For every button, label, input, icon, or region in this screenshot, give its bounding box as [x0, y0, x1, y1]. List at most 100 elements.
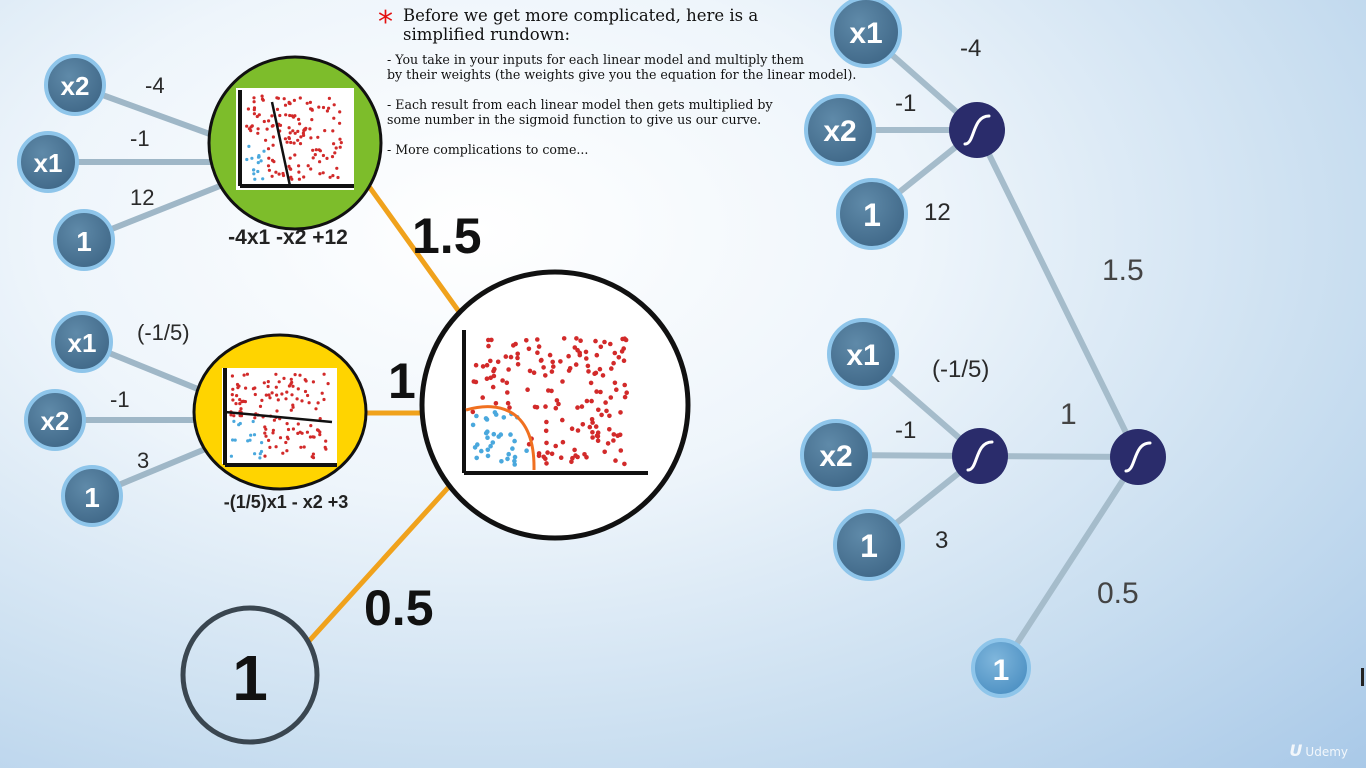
input-node-x1: x1 [827, 318, 899, 390]
scatter-point [274, 170, 278, 174]
scatter-point [569, 459, 574, 465]
input-label: x2 [41, 406, 70, 436]
scatter-point [270, 174, 274, 178]
scatter-point [598, 389, 603, 395]
scatter-point [546, 388, 551, 393]
scatter-point [286, 427, 291, 432]
scatter-point [285, 422, 289, 426]
scatter-point [300, 431, 304, 435]
scatter-point [253, 177, 257, 181]
scatter-point [321, 153, 325, 158]
scatter-point [338, 110, 342, 114]
scatter-point [263, 431, 267, 435]
scatter-point [267, 168, 271, 172]
scatter-point [297, 177, 301, 181]
scatter-point [266, 380, 270, 384]
asterisk-icon: * [378, 5, 393, 40]
scatter-point [590, 420, 595, 425]
scatter-point [278, 113, 282, 118]
weight-label: -4 [145, 73, 165, 98]
scatter-point [235, 394, 239, 398]
scatter-point [296, 387, 300, 391]
scatter-point [284, 440, 288, 445]
scatter-point [590, 430, 595, 435]
model-1-scatter [245, 94, 343, 181]
scatter-point [267, 156, 271, 160]
scatter-point [505, 390, 510, 395]
scatter-point [304, 126, 308, 130]
scatter-point [623, 337, 629, 343]
note-bullet-1: - You take in your inputs for each linea… [387, 52, 887, 82]
input-label: 1 [860, 528, 878, 564]
scatter-point [293, 131, 297, 135]
right-bottom-weights: (-1/5) -1 3 [895, 356, 989, 554]
output-weights: 1.5 1 0.5 [364, 208, 482, 636]
scatter-point [242, 373, 246, 377]
scatter-point [257, 154, 261, 158]
note-bullet-2-line-1: - Each result from each linear model the… [387, 97, 773, 112]
scatter-point [245, 124, 249, 128]
scatter-point [232, 419, 236, 423]
scatter-point [551, 364, 556, 369]
scatter-point [285, 390, 289, 394]
scatter-point [287, 136, 291, 140]
scatter-point [473, 362, 479, 368]
scatter-point [614, 387, 619, 393]
weight-label: 3 [137, 448, 149, 473]
scatter-point [616, 355, 622, 360]
scatter-point [525, 387, 530, 393]
scatter-point [291, 427, 295, 431]
scatter-point [588, 380, 594, 386]
scatter-point [484, 376, 490, 382]
scatter-point [607, 427, 612, 432]
scatter-point [505, 400, 511, 406]
scatter-point [297, 164, 301, 168]
scatter-point [315, 428, 320, 432]
scatter-point [291, 115, 296, 119]
scatter-point [232, 414, 236, 418]
scatter-point [262, 381, 266, 385]
scatter-point [256, 131, 260, 135]
scatter-point [310, 118, 314, 122]
scatter-point [480, 395, 486, 400]
scatter-point [622, 461, 627, 467]
scatter-point [560, 439, 566, 445]
scatter-point [573, 362, 579, 367]
scatter-point [543, 404, 548, 409]
scatter-point [303, 389, 308, 394]
right-diagram: x1 x2 1 -4 -1 12 x1 x2 [800, 0, 1166, 698]
scatter-point [572, 345, 578, 350]
scatter-point [244, 386, 248, 390]
model-1-equation: -4x1 -x2 +12 [228, 226, 348, 249]
scatter-point [512, 462, 517, 467]
scatter-point [585, 363, 591, 369]
scatter-point [316, 135, 320, 139]
scatter-point [314, 148, 318, 152]
scatter-point [515, 355, 520, 361]
scatter-point [311, 156, 315, 160]
scatter-point [268, 396, 272, 400]
scatter-point [308, 127, 312, 131]
note-bullet-2: - Each result from each linear model the… [387, 97, 887, 127]
scatter-point [609, 366, 614, 371]
scatter-point [298, 96, 302, 100]
scatter-point [252, 433, 257, 437]
scatter-point [560, 379, 565, 384]
scatter-point [495, 359, 501, 365]
scatter-point [318, 417, 322, 421]
scatter-point [257, 113, 261, 117]
scatter-point [486, 337, 491, 343]
output-weight-label: 1.5 [412, 208, 482, 264]
scatter-point [485, 453, 491, 459]
scatter-point [251, 419, 255, 424]
scatter-point [247, 127, 251, 131]
scatter-point [307, 401, 311, 405]
scatter-point [298, 373, 302, 377]
scatter-point [587, 424, 593, 430]
scatter-point [235, 382, 240, 387]
scatter-point [245, 157, 249, 162]
scatter-point [271, 143, 275, 147]
scatter-point [292, 98, 296, 102]
scatter-point [501, 415, 507, 420]
